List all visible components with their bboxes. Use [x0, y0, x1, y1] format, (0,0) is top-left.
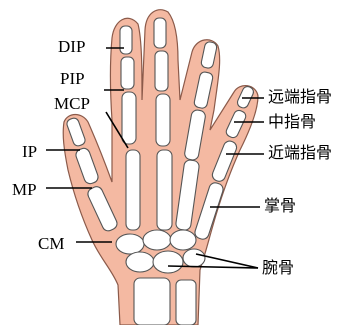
label-proximal-phalanx: 近端指骨	[268, 145, 332, 161]
bone-middle-middle	[155, 51, 168, 91]
bone-index-proximal	[122, 92, 136, 144]
bone-middle-proximal	[156, 94, 170, 146]
label-cm: CM	[38, 235, 64, 252]
label-metacarpal: 掌骨	[264, 198, 296, 214]
bone-middle-distal	[154, 18, 166, 48]
bone-carpal-2	[143, 230, 171, 250]
bone-middle-metacarpal	[157, 150, 172, 230]
label-mcp: MCP	[54, 95, 90, 112]
bone-index-middle	[121, 57, 134, 89]
bone-carpal-4	[126, 252, 154, 272]
bone-carpal-5	[153, 251, 183, 273]
bone-carpal-3	[170, 230, 196, 250]
bone-index-metacarpal	[126, 150, 140, 230]
bones	[66, 18, 256, 325]
bone-radius	[134, 278, 170, 325]
label-carpal: 腕骨	[262, 260, 294, 276]
leader-carpal-b	[196, 254, 258, 268]
label-pip: PIP	[60, 70, 85, 87]
label-mp: MP	[12, 181, 37, 198]
bone-index-distal	[120, 26, 132, 54]
label-distal-phalanx: 远端指骨	[268, 89, 332, 105]
label-ip: IP	[22, 143, 37, 160]
bone-carpal-1	[116, 234, 144, 254]
bone-ulna	[176, 280, 196, 325]
label-middle-phalanx: 中指骨	[268, 114, 316, 130]
label-dip: DIP	[58, 38, 85, 55]
bone-carpal-6	[183, 249, 205, 267]
